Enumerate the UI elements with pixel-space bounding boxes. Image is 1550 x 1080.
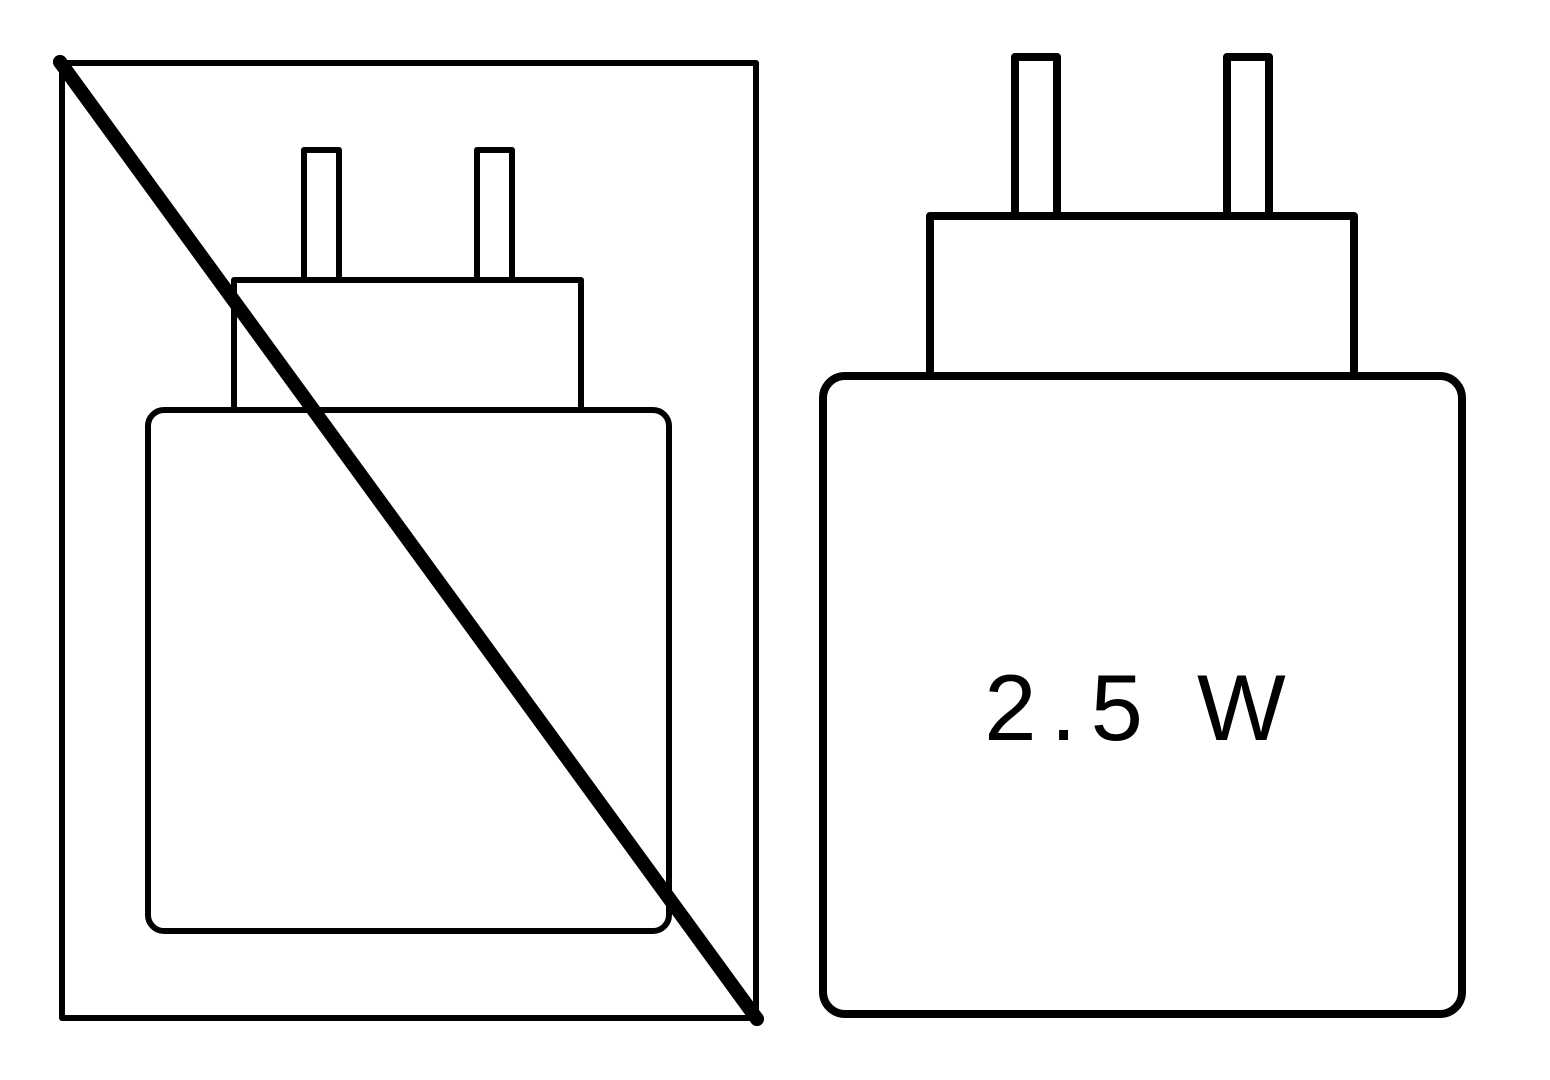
charger-prong-left [1011,53,1061,220]
charger-prong-right [1223,53,1273,220]
charger-icon [819,53,1466,1018]
crossed-charger-body [145,407,672,934]
wattage-label: 2.5 W [984,655,1300,760]
strike-through-line [53,55,764,1026]
charger-body [819,372,1466,1018]
strike-end-finish [750,1012,764,1026]
strike-end-start [53,55,67,69]
crossed-frame [59,60,759,1021]
charger-neck [926,212,1358,380]
crossed-charger-prong-right [474,147,515,283]
crossed-charger-prong-left [301,147,342,283]
charger-not-included-icon [53,55,764,1026]
crossed-charger-neck [231,277,584,413]
